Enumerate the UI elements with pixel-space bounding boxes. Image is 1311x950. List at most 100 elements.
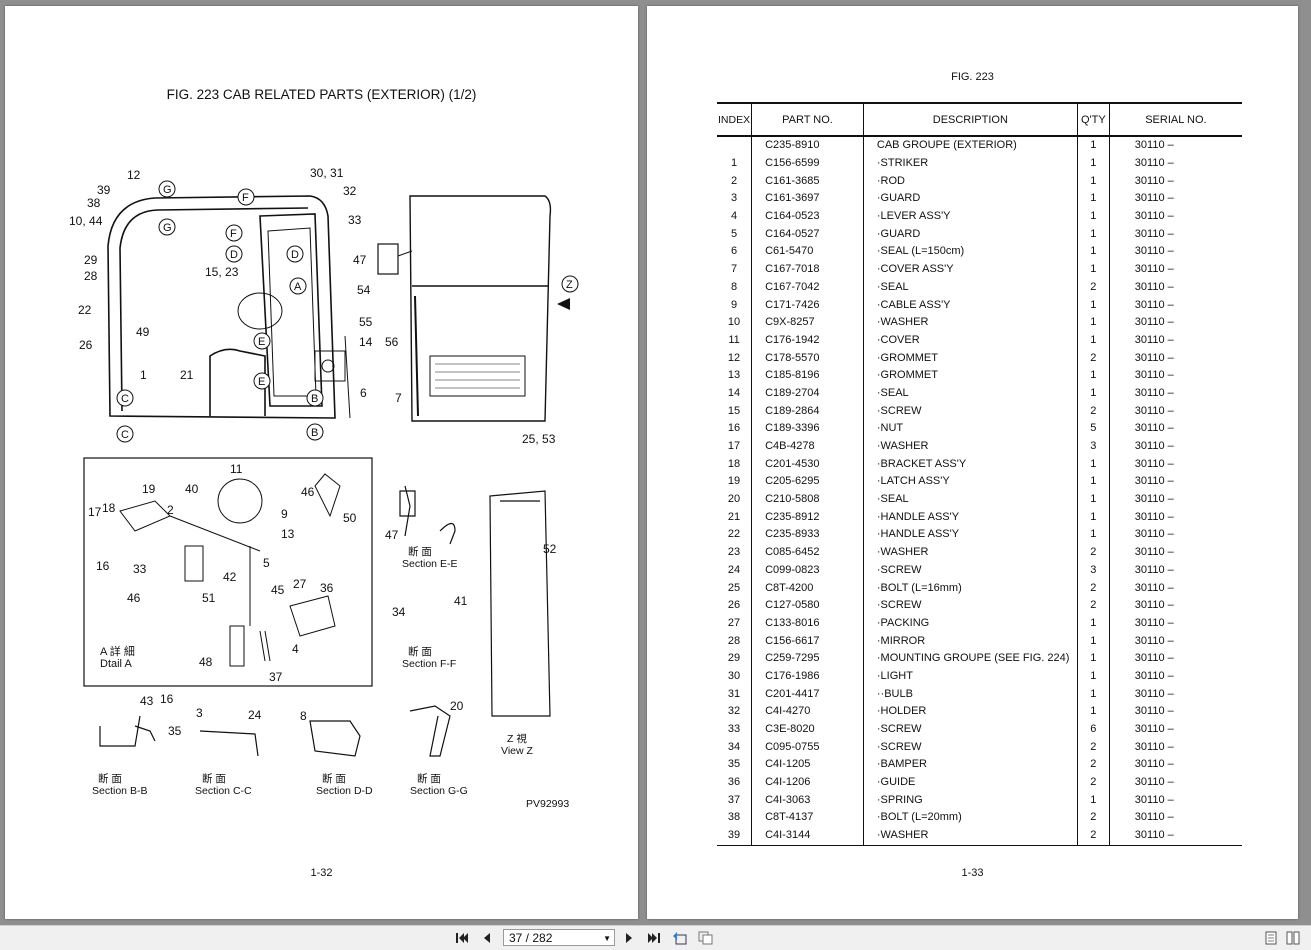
cell-index: 5 [730, 227, 738, 240]
page-indicator-text: 37 / 282 [509, 931, 553, 945]
svg-text:42: 42 [223, 570, 237, 584]
page-indicator[interactable]: 37 / 282 ▼ [503, 929, 615, 946]
cell-description: ·MIRROR [862, 632, 1078, 650]
diagram-code: PV92993 [526, 798, 569, 810]
svg-text:36: 36 [320, 581, 334, 595]
cell-serial-no: 30110 – [1108, 826, 1242, 846]
svg-text:B: B [311, 393, 318, 405]
svg-text:45: 45 [271, 583, 285, 597]
cell-serial-no: 30110 – [1108, 809, 1242, 827]
detail-a-label: Dtail A [100, 658, 132, 670]
svg-text:Section C-C: Section C-C [195, 785, 252, 797]
cell-part-no: C3E-8020 [751, 720, 864, 739]
first-page-icon[interactable] [453, 930, 471, 946]
svg-text:18: 18 [102, 501, 116, 515]
callout-22: 22 [78, 303, 92, 317]
svg-text:20: 20 [450, 699, 464, 713]
cell-qty: 1 [1076, 614, 1110, 633]
cell-index: 7 [730, 263, 738, 276]
single-page-icon[interactable] [1262, 930, 1280, 946]
cell-qty: 2 [1076, 826, 1110, 846]
svg-text:16: 16 [160, 692, 174, 706]
cell-description: ·WASHER [862, 543, 1078, 562]
cell-description: ·SEAL [862, 490, 1078, 509]
section-callouts: 47 34 41 52 43 16 35 3 24 8 20 [140, 528, 557, 738]
cell-description: CAB GROUPE (EXTERIOR) [862, 136, 1078, 155]
cell-index: 6 [730, 245, 738, 258]
cell-description: ·COVER [862, 331, 1078, 350]
cell-index: 15 [727, 404, 741, 417]
cell-qty: 2 [1076, 579, 1110, 597]
svg-text:11: 11 [230, 462, 243, 476]
svg-text:Section B-B: Section B-B [92, 785, 147, 797]
cell-qty: 1 [1076, 366, 1110, 385]
cell-serial-no: 30110 – [1108, 596, 1242, 615]
cell-qty: 1 [1076, 490, 1110, 509]
svg-text:D: D [230, 249, 238, 261]
cell-serial-no: 30110 – [1108, 136, 1242, 155]
svg-text:E: E [258, 376, 265, 388]
figure-title: FIG. 223 [951, 71, 994, 83]
cell-description: ·HANDLE ASS'Y [862, 508, 1078, 527]
callout-7: 7 [395, 391, 402, 405]
cell-part-no: C201-4417 [751, 685, 864, 703]
callout-14: 14 [359, 335, 373, 349]
svg-text:52: 52 [543, 542, 557, 556]
figure-title: FIG. 223 CAB RELATED PARTS (EXTERIOR) (1… [166, 87, 477, 102]
svg-text:断 面: 断 面 [202, 772, 226, 785]
cell-index: 26 [727, 599, 741, 612]
cell-qty: 1 [1076, 172, 1110, 191]
cell-qty: 1 [1076, 190, 1110, 208]
cell-serial-no: 30110 – [1108, 667, 1242, 686]
svg-text:50: 50 [343, 511, 357, 525]
cell-index: 37 [727, 793, 741, 806]
callout-15-23: 15, 23 [205, 265, 239, 279]
cell-part-no: C085-6452 [751, 543, 864, 562]
cell-description: ·LATCH ASS'Y [862, 473, 1078, 491]
cell-qty: 1 [1076, 632, 1110, 650]
cell-index: 12 [727, 351, 741, 364]
cell-part-no: C176-1986 [751, 667, 864, 686]
cell-description: ·SEAL (L=150cm) [862, 243, 1078, 261]
cell-index: 13 [727, 369, 741, 382]
page-number: 1-33 [961, 867, 984, 879]
cell-index: 33 [727, 723, 741, 736]
svg-text:C: C [121, 393, 129, 405]
copy-icon[interactable] [697, 930, 715, 946]
cell-description: ·LIGHT [862, 667, 1078, 686]
svg-text:断 面: 断 面 [98, 772, 122, 785]
cell-part-no: C9X-8257 [751, 313, 864, 332]
cell-description: ·MOUNTING GROUPE (SEE FIG. 224) [862, 649, 1078, 668]
prev-page-icon[interactable] [478, 930, 496, 946]
cell-description: ·SCREW [862, 738, 1078, 757]
svg-text:Section G-G: Section G-G [410, 785, 468, 797]
svg-text:8: 8 [300, 709, 307, 723]
cell-qty: 5 [1076, 420, 1110, 438]
cell-part-no: C189-2864 [751, 402, 864, 420]
double-page-icon[interactable] [1284, 930, 1302, 946]
svg-text:Section E-E: Section E-E [402, 558, 457, 570]
cell-description: ·BOLT (L=16mm) [862, 579, 1078, 597]
svg-text:47: 47 [385, 528, 399, 542]
last-page-icon[interactable] [645, 930, 663, 946]
cell-index: 28 [727, 634, 741, 647]
cell-description: ·SCREW [862, 561, 1078, 580]
cell-index: 18 [727, 457, 741, 470]
rotate-icon[interactable] [671, 930, 689, 946]
cell-description: ·SCREW [862, 720, 1078, 739]
cell-serial-no: 30110 – [1108, 579, 1242, 597]
cell-qty: 1 [1076, 384, 1110, 403]
svg-text:27: 27 [293, 577, 307, 591]
cell-part-no: C099-0823 [751, 561, 864, 580]
next-page-icon[interactable] [620, 930, 638, 946]
